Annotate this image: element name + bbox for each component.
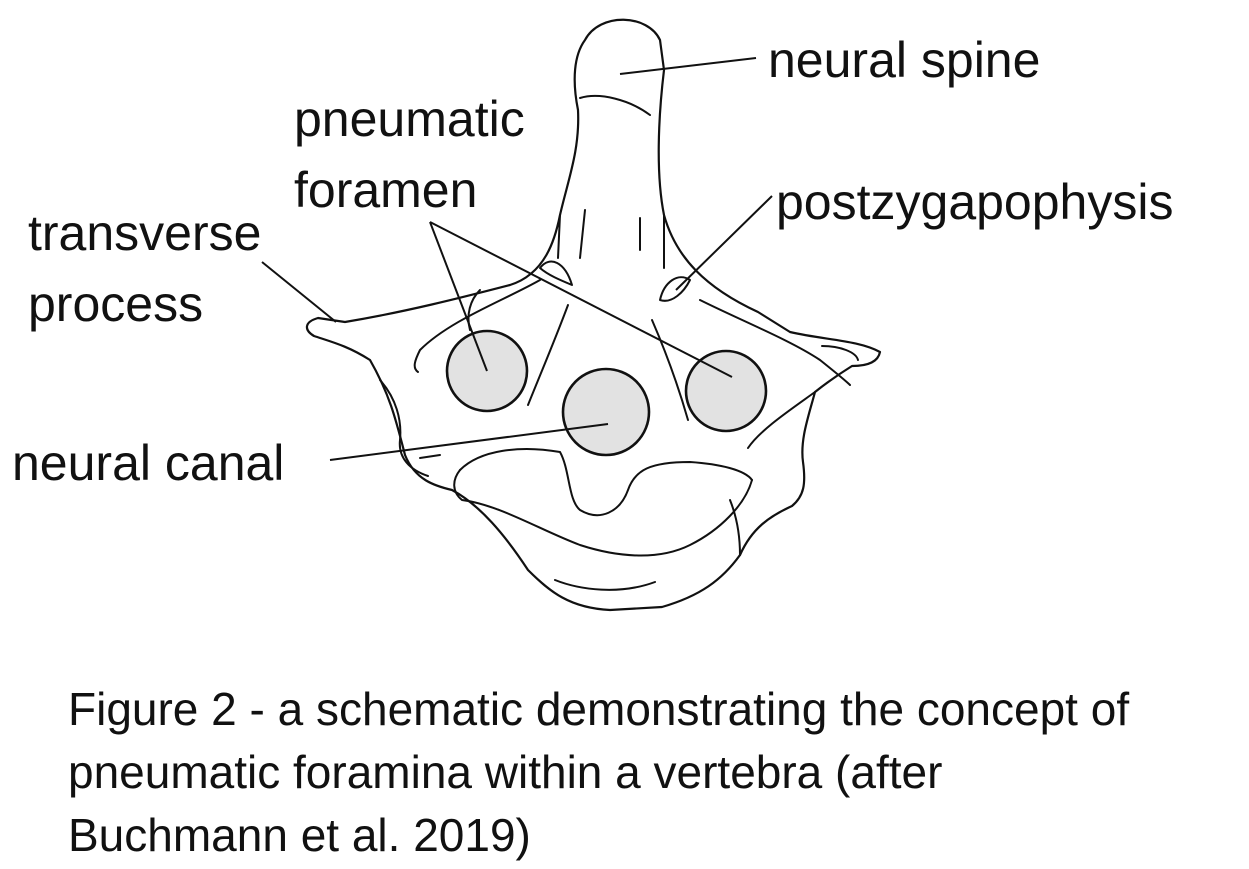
neural-canal bbox=[561, 367, 651, 457]
right-lamina-ridge bbox=[699, 299, 851, 386]
center-right-ridge bbox=[651, 319, 689, 421]
label-transverse-process-line1: transverse bbox=[28, 205, 261, 261]
postzygapophysis-leader bbox=[675, 195, 773, 291]
figure-caption: Figure 2 - a schematic demonstrating the… bbox=[68, 678, 1243, 867]
left-lamina-ridge-2 bbox=[413, 279, 541, 373]
spine-tip-line bbox=[579, 94, 651, 116]
vertebra-diagram: neural spine pneumatic foramen postzygap… bbox=[12, 18, 1173, 612]
spine-edge-line bbox=[557, 214, 561, 259]
label-neural-spine: neural spine bbox=[768, 32, 1040, 88]
centrum-right-edge bbox=[729, 499, 741, 556]
vertebra-outline bbox=[305, 18, 882, 612]
left-wing-dash bbox=[419, 454, 441, 459]
center-left-ridge bbox=[527, 304, 569, 406]
caption-line-3: Buchmann et al. 2019) bbox=[68, 809, 531, 861]
transverse-process-leader bbox=[261, 261, 337, 323]
centrum-base-arc bbox=[554, 579, 656, 591]
caption-line-1: Figure 2 - a schematic demonstrating the… bbox=[68, 683, 1130, 735]
centrum-top-outline bbox=[459, 448, 753, 517]
left-wing-inner bbox=[379, 379, 429, 477]
right-pneumatic-foramen bbox=[684, 349, 768, 433]
label-transverse-process-line2: process bbox=[28, 276, 203, 332]
label-neural-canal: neural canal bbox=[12, 435, 284, 491]
pneumatic-foramen-leader-left bbox=[429, 221, 488, 372]
left-zygapophysis-notch bbox=[539, 260, 573, 286]
transverse-process-tip bbox=[821, 345, 859, 361]
pneumatic-foramen-leader-right bbox=[429, 221, 733, 378]
right-wing-ridge bbox=[747, 391, 816, 449]
neural-spine-leader bbox=[619, 57, 757, 75]
spine-midline-left bbox=[579, 209, 586, 259]
neural-canal-leader bbox=[329, 423, 609, 461]
label-pneumatic-foramen-line1: pneumatic bbox=[294, 91, 525, 147]
label-pneumatic-foramen-line2: foramen bbox=[294, 162, 477, 218]
centrum-left-edge bbox=[453, 469, 753, 557]
caption-line-2: pneumatic foramina within a vertebra (af… bbox=[68, 746, 943, 798]
label-postzygapophysis: postzygapophysis bbox=[776, 174, 1173, 230]
postzygapophysis-facet bbox=[659, 276, 691, 302]
